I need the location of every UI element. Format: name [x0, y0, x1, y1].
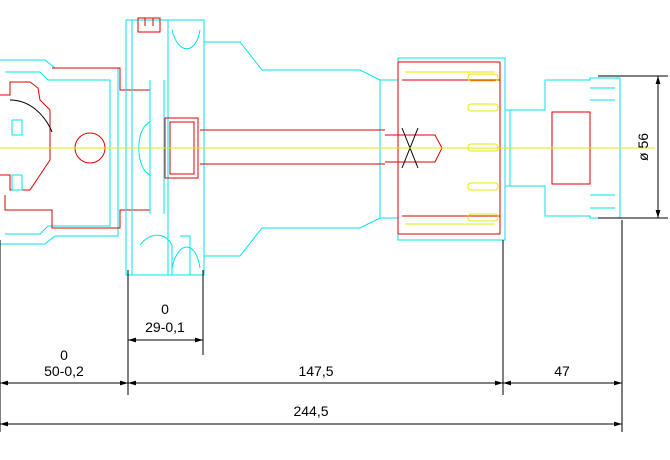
tol-29-upper: 0 [161, 301, 169, 317]
break-line [9, 99, 53, 133]
tol-50-lower: 50-0,2 [44, 363, 84, 379]
draw-bar [200, 129, 385, 165]
flange [125, 17, 205, 276]
hsk-shank [0, 59, 151, 245]
len-47-label: 47 [554, 363, 570, 379]
shank-section [0, 81, 51, 191]
len-147-label: 147,5 [298, 363, 333, 379]
thread-insert [164, 117, 199, 179]
dia-56-label: ø 56 [635, 133, 651, 161]
dimensions: 0 29-0,1 0 50-0,2 147,5 47 244,5 ø 56 [0, 75, 668, 432]
slots [467, 73, 499, 222]
len-total-label: 244,5 [293, 403, 328, 419]
tol-29-lower: 29-0,1 [145, 319, 185, 335]
main-body [138, 41, 506, 257]
tol-50-upper: 0 [60, 347, 68, 363]
